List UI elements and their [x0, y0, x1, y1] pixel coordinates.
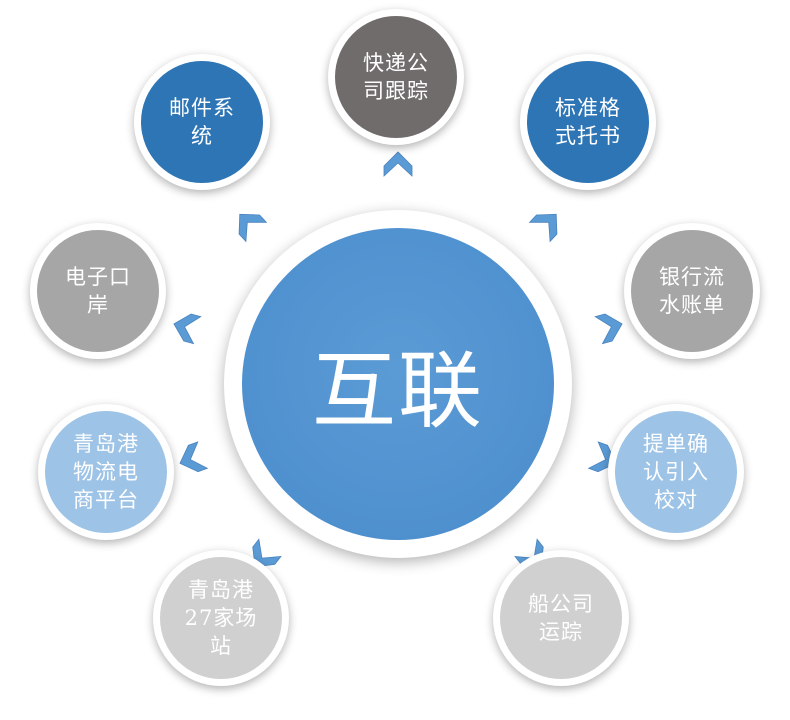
node-standard-format-label: 标准格式托书 — [555, 96, 621, 148]
node-bank-statement-fill: 银行流水账单 — [631, 230, 753, 352]
node-mail-system-fill: 邮件系统 — [141, 61, 263, 183]
node-yard-stations-label: 青岛港27家场站 — [184, 578, 258, 658]
node-mail-system: 邮件系统 — [134, 54, 270, 190]
chevron-arrow-port — [173, 313, 202, 345]
node-yard-stations: 青岛港27家场站 — [153, 550, 289, 686]
node-bill-import: 提单确认引入校对 — [608, 404, 744, 540]
hub-label: 互联 — [311, 341, 484, 440]
chevron-arrow-express — [383, 151, 413, 177]
node-shipping-tracking-fill: 船公司运踪 — [500, 557, 622, 679]
node-express-tracking-label: 快递公司跟踪 — [363, 51, 429, 103]
node-express-tracking: 快递公司跟踪 — [328, 9, 464, 145]
node-bill-import-fill: 提单确认引入校对 — [615, 411, 737, 533]
node-bill-import-label: 提单确认引入校对 — [643, 432, 709, 512]
hub-circle: 互联 — [224, 210, 572, 558]
chevron-arrow-bank — [594, 313, 623, 345]
node-ecommerce-platform: 青岛港物流电商平台 — [38, 404, 174, 540]
node-e-port: 电子口岸 — [30, 223, 166, 359]
node-express-tracking-fill: 快递公司跟踪 — [335, 16, 457, 138]
node-mail-system-label: 邮件系统 — [169, 96, 235, 148]
chevron-arrow-standard-format — [528, 213, 558, 243]
node-e-port-label: 电子口岸 — [65, 265, 131, 317]
hub-circle-fill: 互联 — [242, 228, 554, 540]
node-ecommerce-platform-label: 青岛港物流电商平台 — [73, 432, 139, 512]
chevron-arrow-ecommerce — [179, 441, 209, 473]
node-yard-stations-fill: 青岛港27家场站 — [160, 557, 282, 679]
node-standard-format-fill: 标准格式托书 — [527, 61, 649, 183]
chevron-arrow-mail — [238, 213, 268, 243]
node-bank-statement-label: 银行流水账单 — [659, 265, 725, 317]
node-e-port-fill: 电子口岸 — [37, 230, 159, 352]
node-bank-statement: 银行流水账单 — [624, 223, 760, 359]
node-standard-format: 标准格式托书 — [520, 54, 656, 190]
node-ecommerce-platform-fill: 青岛港物流电商平台 — [45, 411, 167, 533]
node-shipping-tracking: 船公司运踪 — [493, 550, 629, 686]
node-shipping-tracking-label: 船公司运踪 — [528, 592, 594, 644]
